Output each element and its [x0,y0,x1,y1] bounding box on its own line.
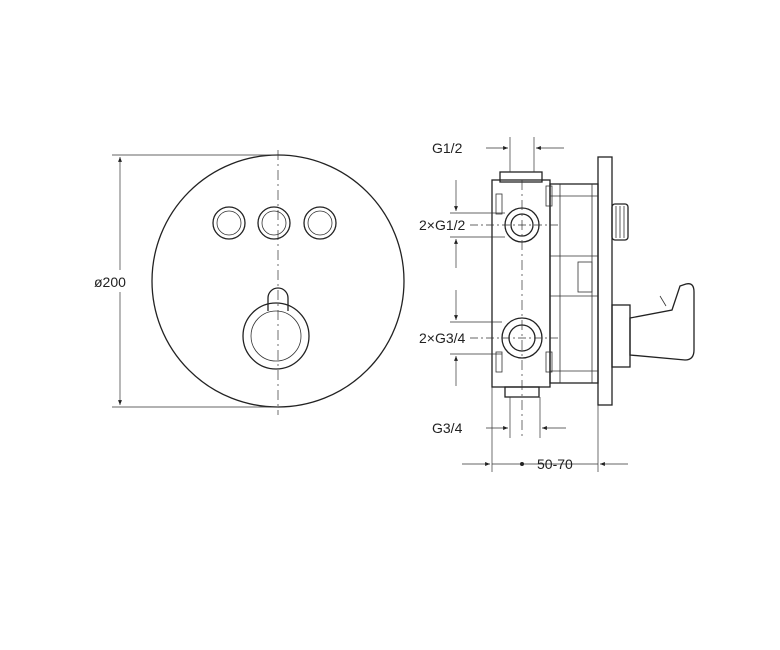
push-button-middle [257,206,291,240]
outlet-bottom-label: G3/4 [432,420,463,436]
temperature-knob [242,287,310,370]
depth-dimension [462,387,628,472]
inlet-top-label: G1/2 [432,140,463,156]
valve-body [491,171,599,398]
diverter-spindle [611,203,629,241]
diameter-dimension [112,154,278,408]
upper-ports-dimension [450,180,505,268]
side-view: G1/2 2×G1/2 2×G3/4 G3/4 [419,137,695,472]
push-button-right [303,206,337,240]
inlet-top-dimension [486,137,564,172]
mixer-handle [611,283,695,368]
mounting-plate [597,156,613,406]
lower-ports-dimension [450,290,502,386]
upper-ports-label: 2×G1/2 [419,217,466,233]
outlet-bottom-dimension [486,397,566,438]
depth-label: 50-70 [537,456,573,472]
front-view: ø200 [94,150,405,415]
push-button-left [212,206,246,240]
diameter-label: ø200 [94,274,126,290]
lower-ports-label: 2×G3/4 [419,330,466,346]
